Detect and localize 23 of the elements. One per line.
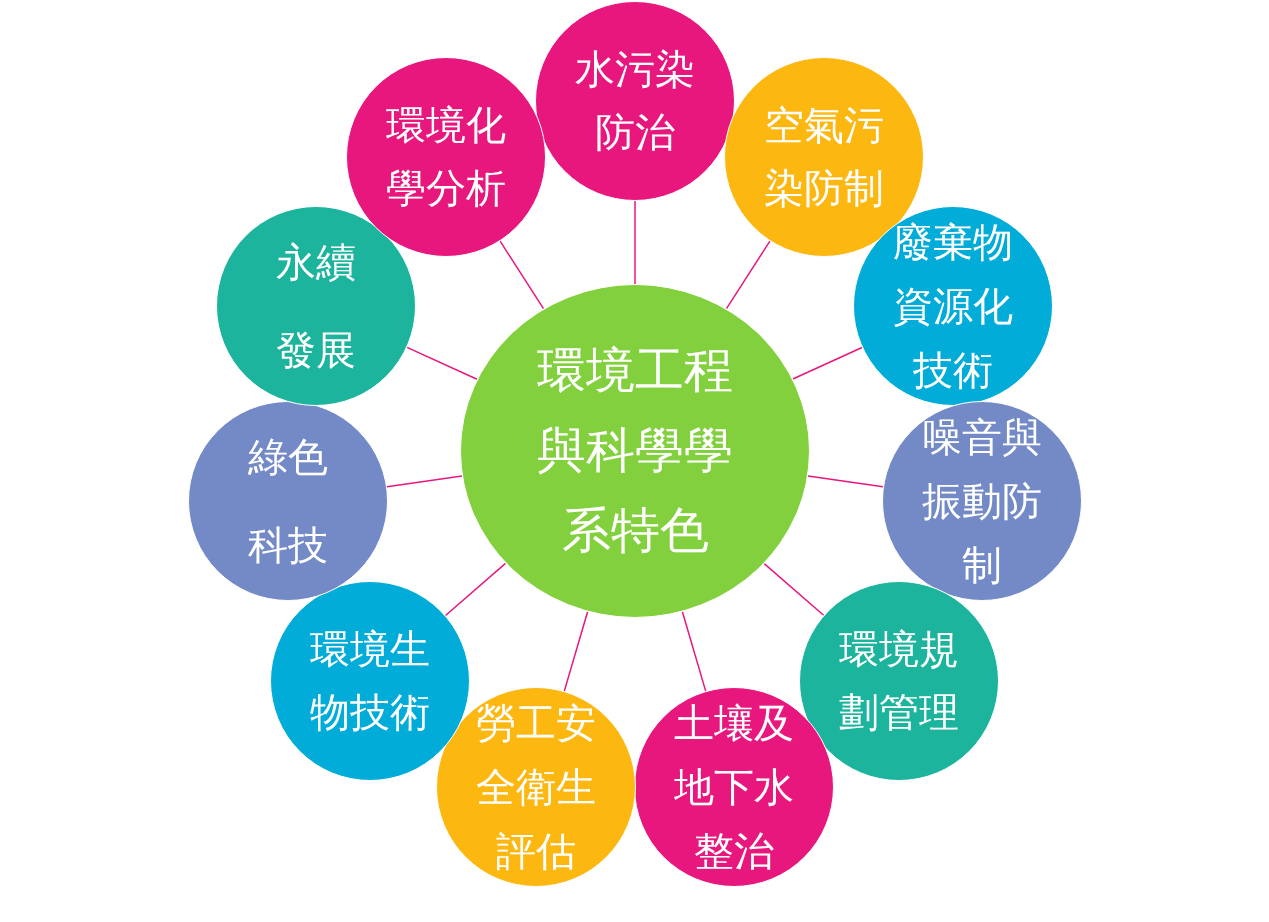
connector-line — [563, 611, 589, 692]
topic-label: 廢棄物資源化技術 — [892, 218, 1014, 395]
connector-line — [807, 475, 884, 488]
topic-label: 勞工安全衛生評估 — [475, 699, 597, 876]
topic-label: 環境化學分析 — [385, 101, 507, 213]
connector-line — [763, 562, 825, 617]
connector-line — [681, 611, 707, 692]
topic-label: 水污染防治 — [574, 45, 696, 157]
topic-label: 環境生物技術 — [309, 625, 431, 737]
connector-line — [406, 346, 478, 380]
connector-line — [444, 562, 507, 617]
topic-label: 土壤及地下水整治 — [673, 699, 795, 876]
topic-label: 噪音與振動防制 — [921, 413, 1043, 590]
topic-label: 空氣污染防制 — [763, 101, 885, 213]
connector-line — [386, 475, 463, 488]
center-title: 環境工程與科學學系特色 — [536, 341, 734, 561]
topic-label: 綠色科技 — [247, 433, 329, 570]
connector-line — [634, 200, 636, 285]
connector-line — [725, 240, 771, 310]
topic-label: 環境規劃管理 — [838, 625, 960, 737]
connector-line — [499, 240, 545, 310]
connector-line — [792, 346, 863, 380]
topic-label: 永續發展 — [275, 238, 357, 375]
